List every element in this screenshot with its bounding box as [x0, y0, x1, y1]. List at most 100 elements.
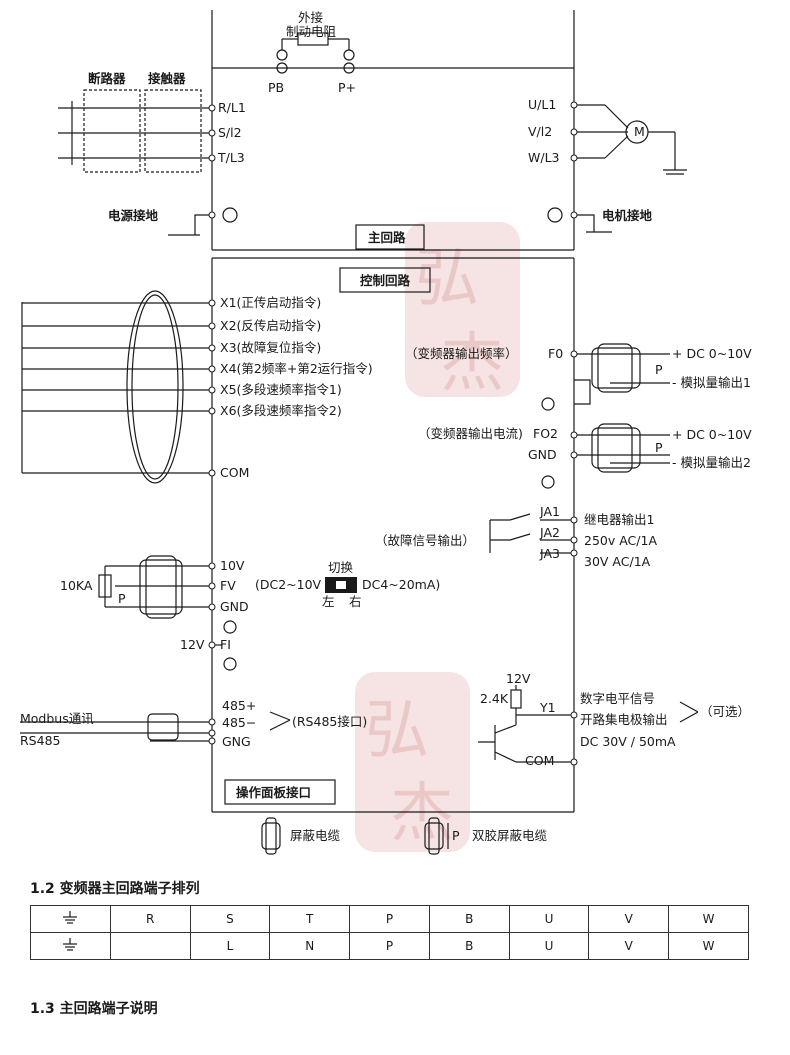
table-cell: T	[269, 905, 351, 933]
x1-label: X1(正传启动指令)	[220, 295, 321, 310]
table-cell: B	[428, 905, 510, 933]
terminal-table: R S T P B U V W L N P B U V W	[30, 905, 749, 960]
watermark-char-3: 弘	[365, 694, 429, 768]
watermark: 弘 杰 弘 杰	[355, 222, 520, 852]
table-cell: U	[508, 905, 590, 933]
relay-rating-1: 250v AC/1A	[584, 533, 657, 548]
table-cell: P	[349, 905, 430, 933]
pot-p-label: P	[118, 591, 126, 606]
term-vl2: V/l2	[528, 124, 552, 139]
v10-label: 10V	[220, 558, 245, 573]
out1-label: - 模拟量输出1	[672, 375, 751, 390]
res-label: 2.4K	[480, 691, 509, 706]
table-cell: W	[668, 932, 749, 960]
table-cell: L	[189, 932, 271, 960]
x6-label: X6(多段速频率指令2)	[220, 403, 342, 418]
power-ground-label: 电源接地	[108, 208, 159, 223]
contactor-label: 接触器	[148, 71, 186, 86]
x2-label: X2(反传启动指令)	[220, 318, 321, 333]
term-sl2: S/l2	[218, 125, 242, 140]
com-label: COM	[220, 465, 249, 480]
optional-label: （可选）	[700, 704, 750, 719]
table-cell: P	[349, 932, 430, 960]
fv-label: FV	[220, 578, 236, 593]
digital-line-3: DC 30V / 50mA	[580, 734, 676, 749]
ja1-label: JA1	[539, 504, 560, 519]
table-cell: U	[508, 932, 590, 960]
wiring-diagram: 弘 杰 弘 杰	[20, 10, 752, 855]
brake-label-2: 制动电阻	[286, 24, 337, 39]
table-cell: N	[269, 932, 351, 960]
term-ul1: U/L1	[528, 97, 556, 112]
section-1-3-title: 1.3 主回路端子说明	[30, 1001, 158, 1017]
out2-p-label: P	[655, 440, 663, 455]
table-row: R S T P B U V W	[30, 905, 749, 933]
y1-label: Y1	[539, 700, 556, 715]
t485n-label: 485−	[222, 715, 256, 730]
switch-left: 左	[322, 594, 335, 609]
panel-label: 操作面板接口	[236, 785, 311, 800]
table-cell: W	[668, 905, 749, 933]
p-plus-label: P+	[338, 80, 356, 95]
legend-shield-label: 屏蔽电缆	[290, 828, 341, 843]
pb-label: PB	[268, 80, 284, 95]
legend-p-label: P	[452, 828, 460, 843]
gng-label: GNG	[222, 734, 251, 749]
table-row: L N P B U V W	[30, 932, 749, 960]
term-tl3: T/L3	[217, 150, 245, 165]
fo2-label: FO2	[533, 426, 558, 441]
ja3-label: JA3	[539, 546, 560, 561]
switch-title: 切换	[328, 560, 354, 575]
breaker-label: 断路器	[88, 71, 126, 86]
out1-p-label: P	[655, 362, 663, 377]
control-circuit-label: 控制回路	[360, 273, 411, 288]
dc1-label: + DC 0~10V	[672, 346, 752, 361]
dc2-label: + DC 0~10V	[672, 427, 752, 442]
ja2-label: JA2	[539, 525, 560, 540]
switch-left-range: (DC2~10V	[255, 577, 322, 592]
watermark-char-2: 杰	[440, 327, 504, 401]
f0-label: F0	[548, 346, 563, 361]
watermark-char-1: 弘	[415, 242, 479, 316]
rs485-label: RS485	[20, 733, 60, 748]
x3-label: X3(故障复位指令)	[220, 340, 321, 355]
watermark-char-4: 杰	[390, 777, 454, 851]
table-cell: B	[428, 932, 510, 960]
switch-right-range: DC4~20mA)	[362, 577, 440, 592]
term-wl3: W/L3	[528, 150, 560, 165]
relay-rating-2: 30V AC/1A	[584, 554, 651, 569]
gnd-out-label: GND	[528, 447, 557, 462]
table-cell: S	[189, 905, 271, 933]
digital-line-2: 开路集电极输出	[580, 712, 668, 727]
ground-cell	[30, 905, 111, 933]
ground-icon	[63, 910, 78, 924]
ground-icon	[63, 937, 78, 951]
x4-label: X4(第2频率+第2运行指令)	[220, 361, 373, 376]
fo2-note: （变频器输出电流)	[418, 426, 523, 441]
digital-line-1: 数字电平信号	[580, 691, 655, 706]
relay-title: 继电器输出1	[584, 512, 654, 527]
v12-in-label: 12V	[180, 637, 205, 652]
legend-twisted-label: 双胶屏蔽电缆	[472, 828, 548, 843]
ground-cell	[30, 932, 111, 960]
main-circuit-label: 主回路	[368, 230, 406, 245]
relay-note: （故障信号输出）	[375, 533, 475, 548]
x5-label: X5(多段速频率指令1)	[220, 382, 342, 397]
section-1-2-title: 1.2 变频器主回路端子排列	[30, 881, 200, 897]
v12-out-label: 12V	[506, 671, 531, 686]
switch-right: 右	[349, 594, 362, 609]
motor-symbol: M	[634, 124, 645, 139]
term-rl1: R/L1	[218, 100, 246, 115]
table-cell: V	[588, 905, 670, 933]
f0-note: （变频器输出频率）	[405, 346, 518, 361]
modbus-label: Modbus通讯	[20, 711, 94, 726]
table-cell: R	[109, 905, 191, 933]
table-cell: V	[588, 932, 670, 960]
pot-label: 10KA	[60, 578, 93, 593]
brake-label-1: 外接	[298, 10, 324, 25]
fi-label: FI	[220, 637, 231, 652]
com-out-label: COM	[525, 753, 554, 768]
gnd-in-label: GND	[220, 599, 249, 614]
t485p-label: 485+	[222, 698, 256, 713]
table-cell	[109, 932, 191, 960]
